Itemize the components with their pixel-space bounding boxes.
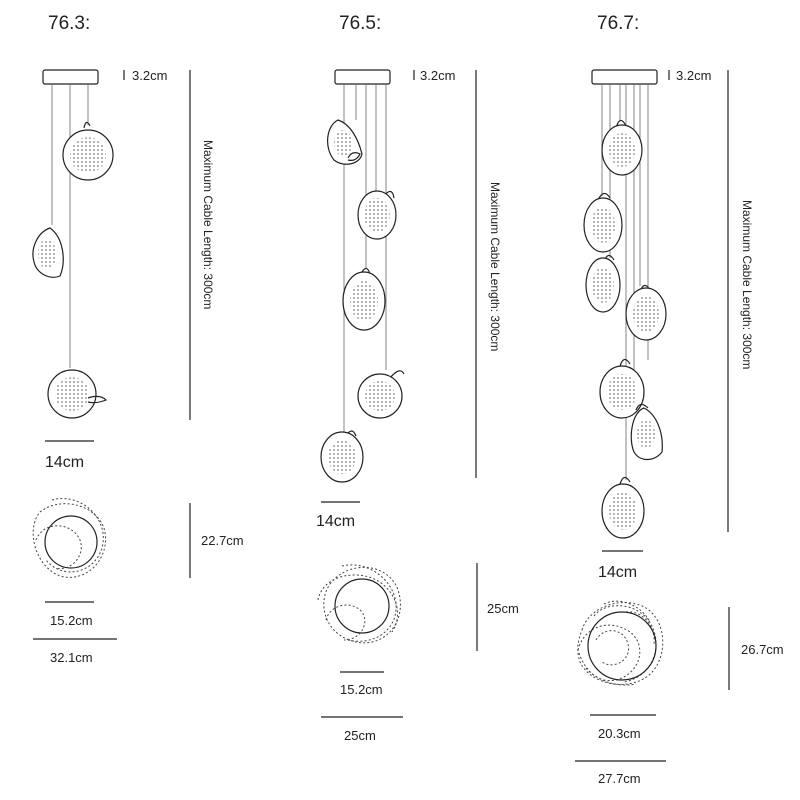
model-label: 76.5:: [339, 13, 381, 34]
canopy-height-label: 3.2cm: [676, 68, 711, 83]
plan-inner-label: 15.2cm: [340, 682, 383, 697]
plan-inner-label: 20.3cm: [598, 726, 641, 741]
shade-width-label: 14cm: [45, 454, 84, 471]
column-76-5: 76.5: 3.2cm: [316, 13, 519, 743]
pendant-shade: [327, 119, 363, 165]
pendant-shade: [599, 358, 645, 419]
model-label: 76.7:: [597, 13, 639, 34]
ceiling-canopy: [591, 69, 658, 85]
pendant-shade: [601, 476, 645, 539]
plan-outer-label: 32.1cm: [50, 650, 93, 665]
model-label: 76.3:: [48, 13, 90, 34]
plan-outer-label: 27.7cm: [598, 771, 641, 786]
pendant-shade: [583, 192, 623, 253]
column-76-3: 76.3: 3.2cm Maximum Cable Length: 300cm …: [32, 13, 244, 665]
plan-view: [32, 498, 106, 578]
plan-height-label: 25cm: [487, 601, 519, 616]
pendant-shade: [630, 403, 663, 461]
plan-height-label: 26.7cm: [741, 642, 784, 657]
shade-width-label: 14cm: [598, 564, 637, 581]
pendant-shade: [585, 254, 621, 313]
ceiling-canopy: [42, 69, 99, 85]
cable-length-label: Maximum Cable Length: 300cm: [740, 200, 754, 369]
pendant-shade: [320, 430, 364, 483]
cable-length-label: Maximum Cable Length: 300cm: [201, 140, 215, 309]
shade-width-label: 14cm: [316, 513, 355, 530]
pendant-shade: [625, 284, 667, 341]
canopy-height-label: 3.2cm: [132, 68, 167, 83]
pendant-shade: [357, 190, 397, 240]
pendant-shade: [47, 369, 108, 419]
pendant-shade: [62, 121, 114, 181]
pendant-shade: [32, 227, 64, 278]
pendant-shade: [357, 370, 405, 419]
ceiling-canopy: [334, 69, 391, 85]
plan-view: [577, 600, 664, 686]
plan-inner-label: 15.2cm: [50, 613, 93, 628]
canopy-height-label: 3.2cm: [420, 68, 455, 83]
plan-outer-label: 25cm: [344, 728, 376, 743]
plan-height-label: 22.7cm: [201, 533, 244, 548]
pendant-shade: [342, 267, 386, 331]
plan-view: [317, 564, 401, 644]
cable-length-label: Maximum Cable Length: 300cm: [488, 182, 502, 351]
column-76-7: 76.7: 3.2cm: [575, 13, 784, 786]
pendant-shade: [601, 119, 643, 176]
